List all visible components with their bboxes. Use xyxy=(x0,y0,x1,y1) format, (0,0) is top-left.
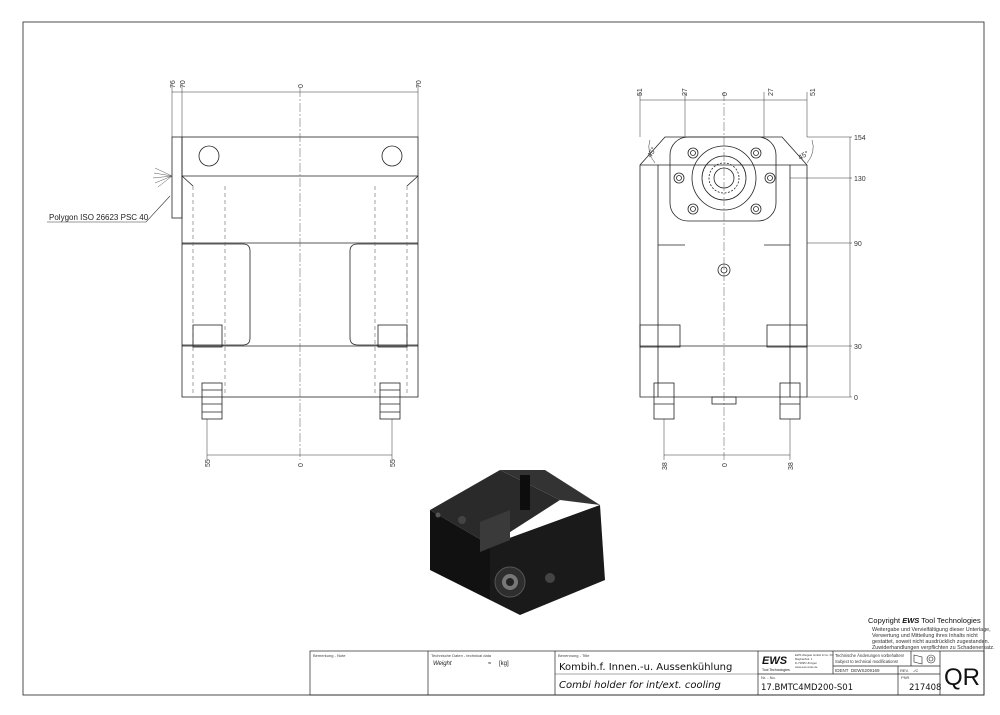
copyright-line-4: Zuwiderhandlungen verpflichten zu Schade… xyxy=(872,645,995,651)
ident-value: DEWS209169 xyxy=(851,668,880,673)
dim-side-bottom-38-left: 38 xyxy=(662,462,669,470)
address-line-4: www.ews-tools.de xyxy=(795,665,818,669)
dim-front-bottom-55-left: 55 xyxy=(205,459,212,467)
dim-front-top-70-left: 70 xyxy=(180,80,187,88)
dim-side-right-90: 90 xyxy=(854,241,862,248)
dim-side-right-30: 30 xyxy=(854,344,862,351)
dim-side-bottom-0: 0 xyxy=(722,463,729,467)
copyright-block: Copyright EWS Tool Technologies Weiterga… xyxy=(868,616,995,651)
flange xyxy=(669,136,777,222)
copyright-title: Copyright EWS Tool Technologies xyxy=(868,616,981,625)
front-screw-left xyxy=(201,382,223,420)
drawing-number: 17.BMTC4MD200-S01 xyxy=(761,683,853,693)
pnr-value: 217408 xyxy=(909,683,941,693)
weight-label: Weight xyxy=(433,661,452,667)
side-screw-left xyxy=(653,382,675,420)
dim-front-bottom-0: 0 xyxy=(298,463,305,467)
title-block xyxy=(309,650,985,696)
polygon-callout: Polygon ISO 26623 PSC 40 xyxy=(49,213,149,222)
dim-side-top-27-left: 27 xyxy=(682,88,689,96)
dim-side-top-27-right: 27 xyxy=(768,88,775,96)
slot-left xyxy=(182,243,251,346)
projection-symbol-icon xyxy=(913,654,936,665)
dim-front-top-70-right: 70 xyxy=(416,80,423,88)
isometric-render xyxy=(430,470,605,615)
front-hole-left xyxy=(198,145,220,167)
angle-right: 45° xyxy=(797,149,810,161)
copyright-line-3: gestattet, soweit nicht ausdrücklich zug… xyxy=(872,639,989,645)
address-line-3: D-73095 Uhingen xyxy=(795,661,817,665)
copyright-line-2: Verwertung und Mitteilung ihres Inhalts … xyxy=(872,633,978,639)
dim-front-bottom-55-right: 55 xyxy=(390,459,397,467)
weight-value: ≈ xyxy=(488,661,492,667)
front-screw-right xyxy=(379,382,401,420)
front-view xyxy=(47,84,419,460)
dim-side-top-0: 0 xyxy=(722,92,729,96)
title-english: Combi holder for int/ext. cooling xyxy=(559,680,721,691)
front-dims: 76 70 0 70 55 0 55 Polygon ISO 26623 PSC… xyxy=(49,80,423,467)
title-block-text: Bemerkung - Note Technische Daten - tech… xyxy=(313,653,980,693)
copyright-line-1: Weitergabe und Vervielfältigung dieser U… xyxy=(872,627,991,633)
slot-right xyxy=(349,243,418,346)
polygon-shank-plate xyxy=(171,136,183,219)
ident-label: IDENT xyxy=(835,668,849,673)
dim-side-right-130: 130 xyxy=(854,176,866,183)
weight-unit: [kg] xyxy=(499,661,509,667)
tech-label: Technische Daten - technical data xyxy=(431,653,492,658)
change-notice-en: Subject to technical modifications! xyxy=(835,659,898,664)
no-label: Nr. - No. xyxy=(761,675,776,680)
dim-side-right-154: 154 xyxy=(854,135,866,142)
dim-side-bottom-38-right: 38 xyxy=(788,462,795,470)
dim-side-right-0: 0 xyxy=(854,395,858,402)
dim-side-top-51-left: 51 xyxy=(637,88,644,96)
dim-front-top-0: 0 xyxy=(298,84,305,88)
callout-leader xyxy=(47,195,171,223)
dim-front-top-76: 76 xyxy=(170,80,177,88)
rev-label: REV. xyxy=(900,668,909,673)
title-german: Kombih.f. Innen.-u. Aussenkühlung xyxy=(559,662,732,673)
address-line-1: EWS Weigele GmbH & Co. KG xyxy=(795,653,834,657)
front-hole-right xyxy=(381,145,403,167)
angle-left: 45° xyxy=(646,146,658,159)
remark-label: Bemerkung - Note xyxy=(313,653,346,658)
ews-logo-sub: Tool Technologies xyxy=(762,668,790,672)
rev-value: -/C xyxy=(913,668,918,673)
change-notice-de: Technische Änderungen vorbehalten! xyxy=(835,653,904,658)
ews-logo: EWS xyxy=(762,655,788,667)
dim-side-top-51-right: 51 xyxy=(810,88,817,96)
pnr-label: PNR xyxy=(901,675,910,680)
designation-label: Benennung - Title xyxy=(558,653,590,658)
qr-label: QR xyxy=(944,664,980,691)
address-line-2: Maybachstr. 1 xyxy=(795,657,813,661)
side-dims: 51 27 0 27 51 45° 45° 154 130 90 30 0 38… xyxy=(637,88,866,470)
side-view xyxy=(639,92,852,460)
